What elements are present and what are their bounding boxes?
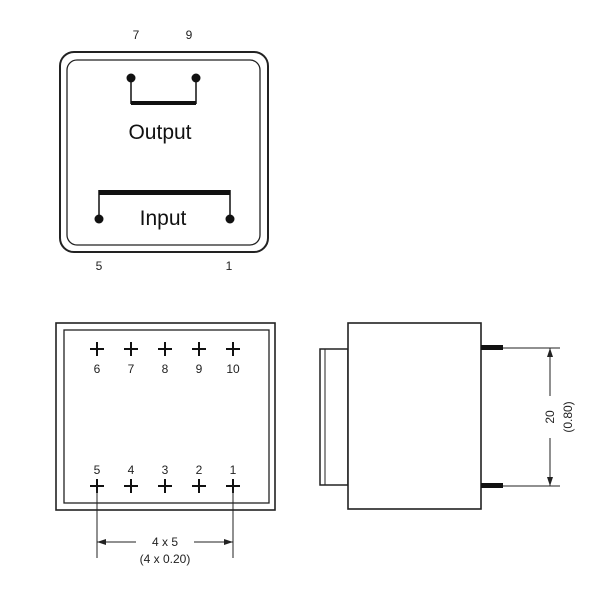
pin-row-bottom: 5 4 3 2 1	[90, 463, 240, 493]
pin-label-9: 9	[196, 362, 203, 376]
top-pin-label-1: 1	[226, 259, 233, 273]
pin-label-5: 5	[94, 463, 101, 477]
output-pin-9	[191, 73, 201, 83]
bottom-view: 6 7 8 9 10 5 4 3 2 1 4 x 5	[55, 322, 276, 566]
side-pin-lower	[481, 483, 503, 488]
row-spacing-in: (0.80)	[561, 401, 575, 432]
pin-marker-7	[124, 342, 138, 356]
pin-row-top: 6 7 8 9 10	[90, 342, 240, 376]
pin-marker-8	[158, 342, 172, 356]
side-view: 20 (0.80)	[319, 322, 575, 510]
pin-label-7: 7	[128, 362, 135, 376]
input-pin-1	[225, 214, 235, 224]
output-winding	[126, 73, 201, 105]
output-pin-7	[126, 73, 136, 83]
top-pin-label-9: 9	[186, 28, 193, 42]
top-view: 7 9 Output Input 5 1	[59, 28, 269, 273]
side-view-bobbin	[319, 348, 349, 486]
input-winding	[94, 190, 235, 224]
top-view-inner-outline	[66, 59, 261, 246]
pitch-dimension-in: (4 x 0.20)	[140, 552, 191, 566]
pitch-dimension-mm: 4 x 5	[152, 535, 178, 549]
row-spacing-mm: 20	[543, 410, 557, 424]
pin-label-1: 1	[230, 463, 237, 477]
top-view-outer-outline	[59, 51, 269, 253]
side-view-body	[347, 322, 482, 510]
pin-marker-9	[192, 342, 206, 356]
output-label: Output	[128, 121, 191, 144]
pin-label-2: 2	[196, 463, 203, 477]
pin-label-3: 3	[162, 463, 169, 477]
pin-label-8: 8	[162, 362, 169, 376]
pin-marker-2	[192, 479, 206, 493]
input-label: Input	[140, 207, 187, 230]
pin-marker-10	[226, 342, 240, 356]
input-pin-5	[94, 214, 104, 224]
pin-row-spacing-dimension: 20 (0.80)	[503, 347, 575, 487]
pin-label-10: 10	[226, 362, 240, 376]
side-pin-upper	[481, 345, 503, 350]
pin-pitch-dimension: 4 x 5 (4 x 0.20)	[96, 490, 234, 566]
bottom-view-outer-outline	[55, 322, 276, 511]
bottom-view-inner-outline	[63, 329, 270, 504]
pin-marker-3	[158, 479, 172, 493]
top-pin-label-5: 5	[96, 259, 103, 273]
pin-marker-6	[90, 342, 104, 356]
pin-marker-4	[124, 479, 138, 493]
top-pin-label-7: 7	[133, 28, 140, 42]
pin-label-6: 6	[94, 362, 101, 376]
pin-label-4: 4	[128, 463, 135, 477]
